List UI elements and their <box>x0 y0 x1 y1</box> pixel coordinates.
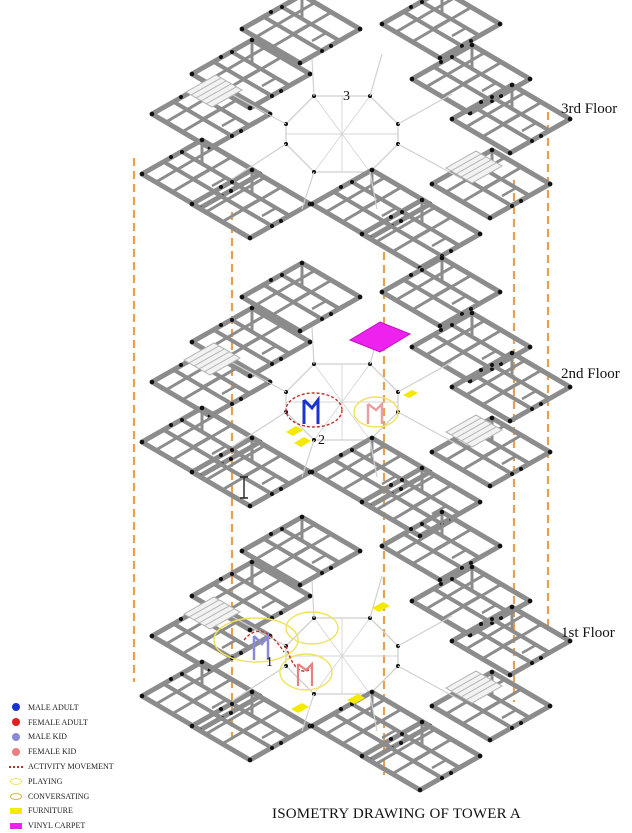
legend-swatch <box>8 732 24 741</box>
legend-item: PLAYING <box>8 774 114 789</box>
legend-swatch <box>8 765 24 768</box>
legend-label: PLAYING <box>28 776 63 786</box>
legend-swatch <box>8 747 24 756</box>
first-floor-label: 1st Floor <box>561 625 615 641</box>
second-floor-plan <box>140 256 573 539</box>
legend-item: MALE ADULT <box>8 700 114 715</box>
legend: MALE ADULT FEMALE ADULT MALE KID FEMALE KID… <box>8 700 114 833</box>
legend-label: CONVERSATING <box>28 791 90 801</box>
legend-label: FEMALE KID <box>28 747 77 757</box>
legend-item: FEMALE ADULT <box>8 715 114 730</box>
drawing-title: ISOMETRY DRAWING OF TOWER A <box>272 806 521 822</box>
legend-item: FEMALE KID <box>8 744 114 759</box>
legend-swatch <box>8 777 24 785</box>
marker-2: 2 <box>318 433 325 448</box>
legend-swatch <box>8 822 24 829</box>
legend-item: ACTIVITY MOVEMENT <box>8 759 114 774</box>
legend-label: VINYL CARPET <box>28 821 86 831</box>
furniture-blocks <box>286 390 418 713</box>
legend-label: ACTIVITY MOVEMENT <box>28 762 114 772</box>
legend-item: VINYL CARPET <box>8 818 114 833</box>
marker-1: 1 <box>266 655 273 670</box>
legend-label: FURNITURE <box>28 806 73 816</box>
legend-item: MALE KID <box>8 730 114 745</box>
third-floor-label: 3rd Floor <box>561 101 618 117</box>
legend-swatch <box>8 807 24 814</box>
third-floor-plan <box>140 0 573 270</box>
legend-label: FEMALE ADULT <box>28 717 88 727</box>
activity-zones-first <box>213 611 339 691</box>
legend-swatch <box>8 718 24 727</box>
second-floor-label: 2nd Floor <box>561 366 620 382</box>
legend-item: CONVERSATING <box>8 789 114 804</box>
marker-3: 3 <box>343 89 350 104</box>
first-floor-plan <box>140 510 573 793</box>
legend-swatch <box>8 792 24 800</box>
legend-item: FURNITURE <box>8 804 114 819</box>
legend-label: MALE KID <box>28 732 67 742</box>
text-cursor-icon <box>240 476 248 499</box>
legend-swatch <box>8 703 24 712</box>
activity-zones-second <box>285 392 399 428</box>
vinyl-carpet <box>348 321 412 353</box>
legend-label: MALE ADULT <box>28 702 79 712</box>
